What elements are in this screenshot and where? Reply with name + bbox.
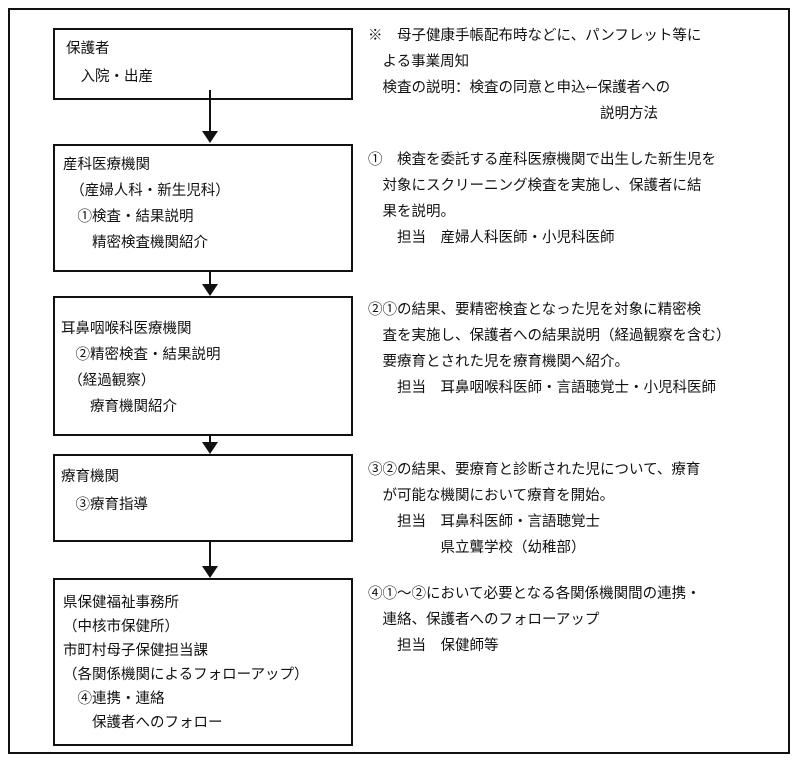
arrow-shaft (209, 272, 211, 286)
step-line: 県保健福祉事務所 (63, 595, 179, 611)
note-line: 連絡、保護者へのフォローアップ (368, 612, 600, 628)
note-line: ③②の結果、要療育と診断された児について、療育 (368, 462, 701, 478)
step-line: 市町村母子保健担当課 (63, 643, 208, 659)
step-box-health-office: 県保健福祉事務所 （中核市保健所） 市町村母子保健担当課 （各関係機関によるフォ… (53, 578, 353, 746)
step-line: 療育機関 (61, 469, 119, 485)
step-line: ④連携・連絡 (63, 691, 165, 707)
note-line: 検査の説明：検査の同意と申込←保護者への (368, 80, 671, 96)
diagram-frame (8, 8, 790, 754)
note-line: ④①～②において必要となる各関係機関間の連携・ (368, 586, 701, 602)
step-line: ①検査・結果説明 (63, 209, 194, 225)
step-line: 産科医療機関 (63, 157, 150, 173)
note-line: 対象にスクリーニング検査を実施し、保護者に結 (368, 178, 702, 194)
note-line: 担当 産婦人科医師・小児科医師 (368, 230, 615, 246)
note-line: 担当 保健師等 (368, 638, 499, 654)
step-line: 保護者 (66, 41, 110, 57)
note-line: 説明方法 (368, 106, 658, 122)
step-line: （経過観察） (61, 373, 156, 389)
arrow-shaft (209, 436, 211, 444)
arrow-head-icon (202, 566, 218, 578)
step-line: （産婦人科・新生児科） (63, 183, 230, 199)
note-line: よる事業周知 (368, 54, 470, 70)
arrow-head-icon (202, 131, 218, 143)
step-line: 入院・出産 (66, 69, 153, 85)
step-line: ③療育指導 (61, 497, 148, 513)
step-line: （中核市保健所） (63, 619, 179, 635)
note-line: 担当 耳鼻科医師・言語聴覚士 (368, 514, 600, 530)
step-line: 療育機関紹介 (61, 399, 177, 415)
step-box-obstetric-institution: 産科医療機関 （産婦人科・新生児科） ①検査・結果説明 精密検査機関紹介 (53, 144, 353, 272)
arrow-head-icon (202, 284, 218, 296)
note-line: 果を説明。 (368, 204, 455, 220)
step-box-parent: 保護者 入院・出産 (53, 28, 353, 100)
step-line: ②精密検査・結果説明 (61, 347, 221, 363)
note-line: ※ 母子健康手帳配布時などに、パンフレット等に (368, 28, 702, 44)
arrow-shaft (209, 90, 211, 132)
step-line: 保護者へのフォロー (63, 715, 223, 731)
note-line: ① 検査を委託する産科医療機関で出生した新生児を (368, 152, 716, 168)
arrow-head-icon (202, 442, 218, 454)
note-line: ②①の結果、要精密検査となった児を対象に精密検 (368, 302, 702, 318)
note-line: 査を実施し、保護者への結果説明（経過観察を含む） (368, 328, 731, 344)
note-line: が可能な機関において療育を開始。 (368, 488, 615, 504)
step-box-rehabilitation-institution: 療育機関 ③療育指導 (53, 454, 353, 542)
step-line: （各関係機関によるフォローアップ） (63, 667, 309, 683)
note-line: 要療育とされた児を療育機関へ紹介。 (368, 354, 629, 370)
note-line: 県立聾学校（幼稚部） (368, 540, 586, 556)
step-box-ent-institution: 耳鼻咽喉科医療機関 ②精密検査・結果説明 （経過観察） 療育機関紹介 (53, 296, 353, 436)
note-line: 担当 耳鼻咽喉科医師・言語聴覚士・小児科医師 (368, 380, 716, 396)
step-line: 精密検査機関紹介 (63, 235, 208, 251)
arrow-shaft (209, 542, 211, 568)
step-line: 耳鼻咽喉科医療機関 (61, 321, 192, 337)
